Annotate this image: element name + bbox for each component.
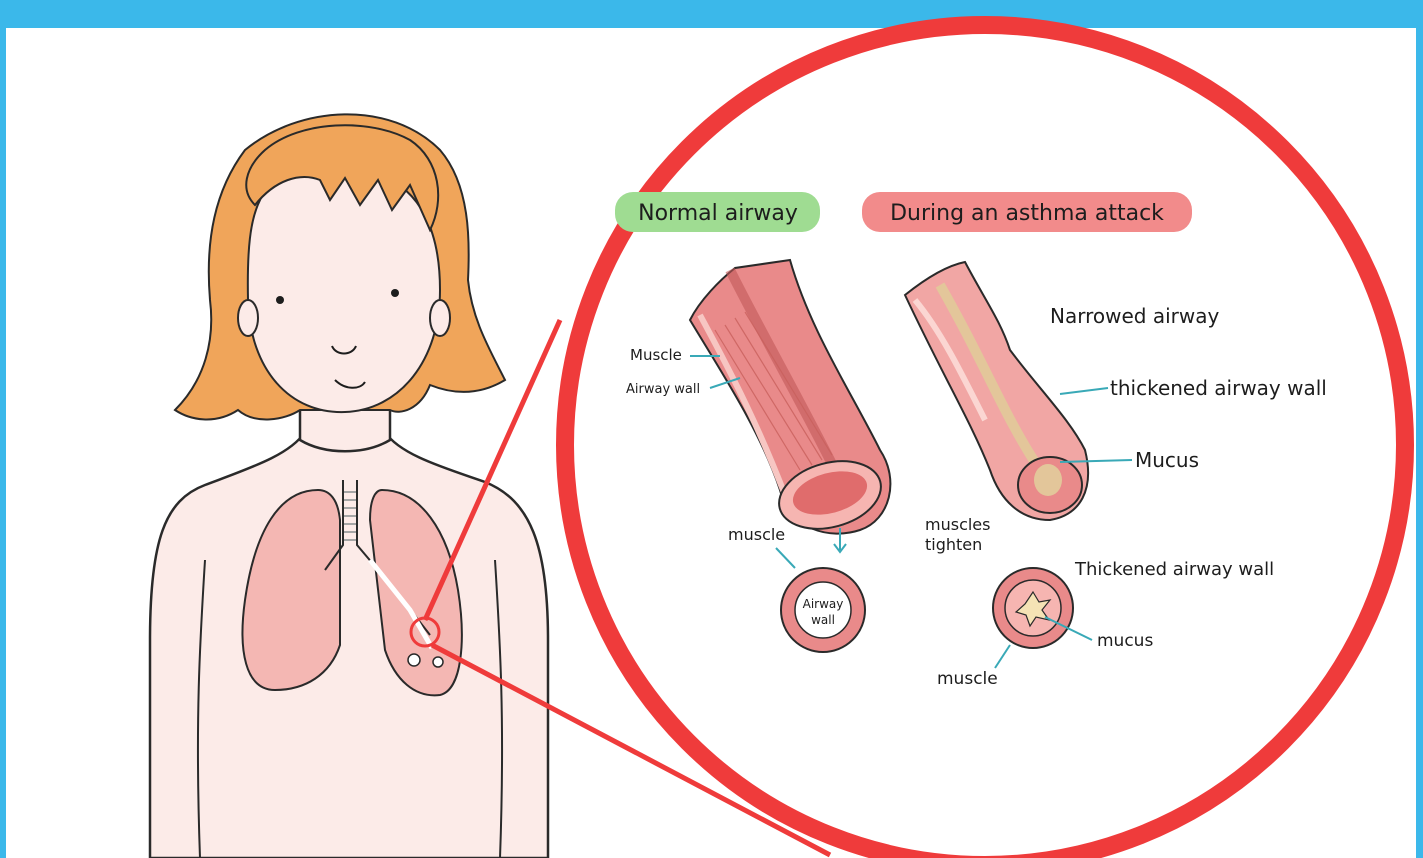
cross-label-1: Airway [803,597,844,611]
cross-label-2: wall [811,613,835,627]
label-tighten: tighten [925,535,982,554]
label-thickened: thickened airway wall [1110,376,1327,400]
face [248,171,440,412]
label-muscles: muscles [925,515,990,534]
label-thickened-lower: Thickened airway wall [1074,559,1274,580]
child-figure [150,114,548,858]
label-narrowed: Narrowed airway [1050,304,1219,328]
title-attack: During an asthma attack [862,192,1192,232]
label-mucus: Mucus [1135,448,1199,472]
asthma-cross-section [993,568,1073,648]
normal-cross-section: Airway wall [781,568,865,652]
label-muscle-lower: muscle [728,525,785,544]
normal-title: Normal airway [638,201,798,226]
attack-title: During an asthma attack [890,201,1164,226]
label-mucus-lower: mucus [1097,631,1153,651]
label-muscle: Muscle [630,346,682,364]
magnifier [425,25,1405,858]
left-eye [276,296,284,304]
right-eye [391,289,399,297]
title-normal: Normal airway [615,192,820,232]
label-muscle-asthma: muscle [937,669,998,689]
torso [150,432,548,858]
label-airway-wall: Airway wall [626,382,700,397]
